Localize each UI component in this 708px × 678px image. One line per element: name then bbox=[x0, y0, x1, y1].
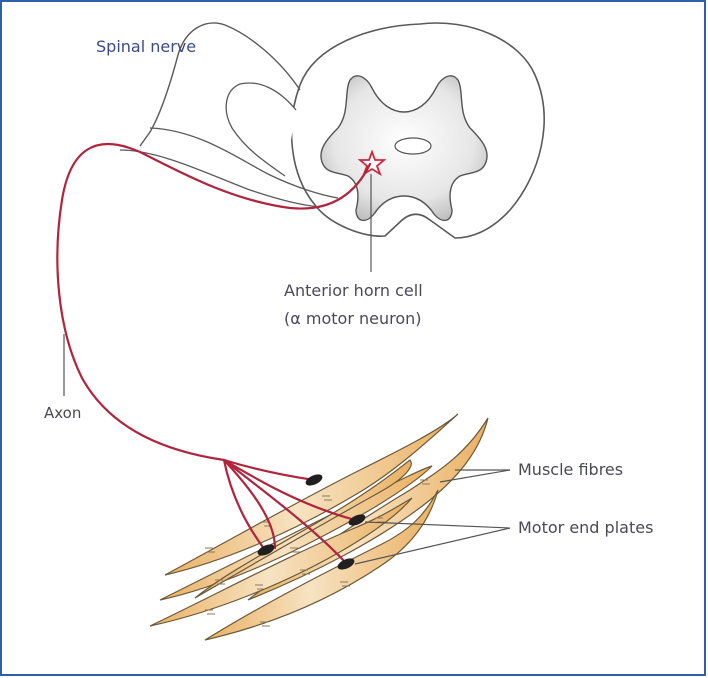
motor-end-plate bbox=[304, 472, 324, 488]
muscle-fibres-label: Muscle fibres bbox=[518, 460, 623, 479]
muscle-fibres bbox=[150, 414, 488, 640]
anterior-horn-cell-sublabel: (α motor neuron) bbox=[284, 309, 422, 328]
spinal-nerve-label: Spinal nerve bbox=[96, 37, 196, 56]
central-canal-region bbox=[395, 138, 431, 154]
spinal-nerve-lower bbox=[120, 150, 320, 207]
motor-end-plates-label: Motor end plates bbox=[518, 518, 653, 537]
anterior-horn-cell-label: Anterior horn cell bbox=[284, 281, 423, 300]
dorsal-root-inner bbox=[226, 83, 296, 176]
axon-label: Axon bbox=[44, 404, 81, 422]
